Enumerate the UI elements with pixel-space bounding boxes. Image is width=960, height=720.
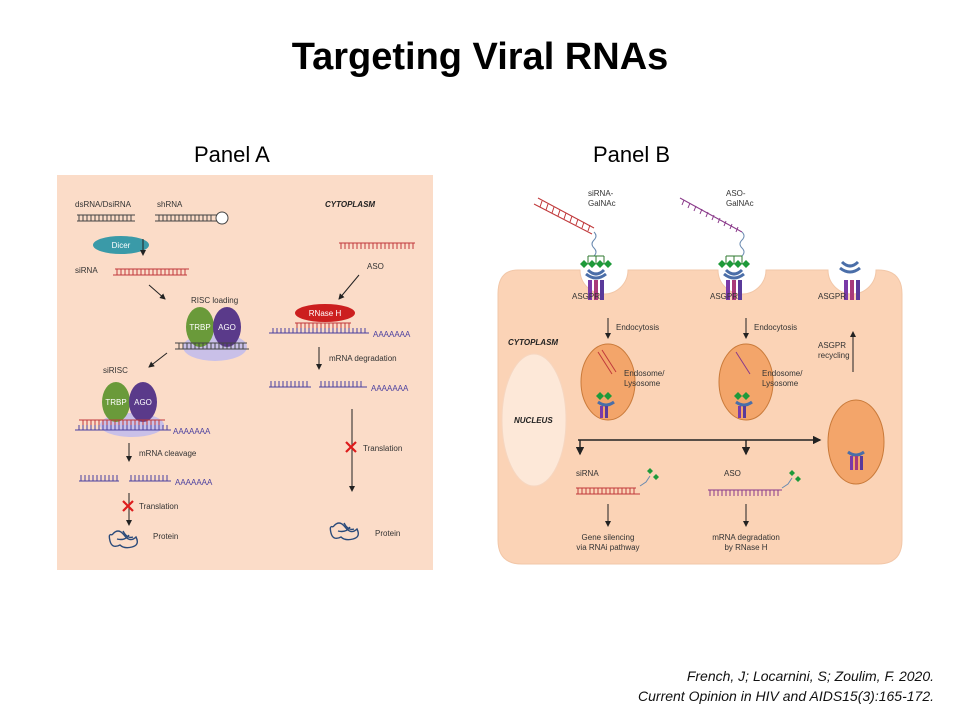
endosome-1 (580, 343, 636, 421)
sirisc-trbp-label: TRBP (105, 398, 126, 407)
endosome-label-1a: Endosome/ (624, 369, 665, 378)
mrna-cleavage-label: mRNA cleavage (139, 449, 197, 458)
endosome-cargo-1 (596, 349, 617, 418)
dsrna-label: dsRNA/DsiRNA (75, 200, 132, 209)
aso-galnac-label-2: GalNAc (726, 199, 754, 208)
protein-label-left: Protein (153, 532, 178, 541)
recycling-label-1: ASGPR (818, 341, 846, 350)
asgpr-receptor-1 (580, 255, 612, 300)
citation-line-1: French, J; Locarnini, S; Zoulim, F. 2020… (686, 668, 934, 684)
nucleus (501, 353, 567, 487)
citation-line-2: Current Opinion in HIV and AIDS15(3):165… (638, 688, 934, 704)
mrna-degradation-b-label-2: by RNase H (724, 543, 767, 552)
aso-strand (339, 242, 415, 249)
rnase-h-label: RNase H (309, 309, 342, 318)
panel-a-label: Panel A (194, 142, 270, 167)
translation-label-right: Translation (363, 444, 402, 453)
sirisc-mrna (75, 419, 171, 431)
recycling-endosome (827, 399, 885, 485)
endocytosis-label-1: Endocytosis (616, 323, 659, 332)
degraded-mrna (269, 381, 367, 388)
asgpr-label-1: ASGPR (572, 292, 600, 301)
distribution-arrows (575, 435, 822, 456)
ago-protein (213, 307, 241, 347)
cleaved-poly-a: AAAAAAA (175, 478, 213, 487)
endosome-2 (718, 343, 774, 421)
asgpr-label-2: ASGPR (710, 292, 738, 301)
released-aso (708, 470, 801, 496)
protein-icon-left (108, 530, 139, 549)
recycling-receptor (847, 450, 865, 470)
asgpr-receptor-3 (839, 260, 861, 300)
ago-label: AGO (218, 323, 236, 332)
sirna-galnac-label-1: siRNA- (588, 189, 614, 198)
gene-silencing-label-1: Gene silencing (582, 533, 635, 542)
asgpr-receptor-2 (718, 255, 750, 300)
cleaved-mrna (79, 475, 171, 482)
risc-loading-label: RISC loading (191, 296, 238, 305)
dicer-label: Dicer (112, 241, 131, 250)
endosome-label-2a: Endosome/ (762, 369, 803, 378)
sirisc-poly-a: AAAAAAA (173, 427, 211, 436)
gene-silencing-label-2: via RNAi pathway (576, 543, 639, 552)
mrna-degradation-label: mRNA degradation (329, 354, 397, 363)
aso-galnac-label-1: ASO- (726, 189, 746, 198)
nucleus-label: NUCLEUS (514, 416, 553, 425)
asgpr-label-3: ASGPR (818, 292, 846, 301)
rnase-target-mrna (269, 322, 369, 334)
endosome-label-1b: Lysosome (624, 379, 661, 388)
endocytosis-label-2: Endocytosis (754, 323, 797, 332)
risc-loading-arrow (148, 284, 166, 300)
panel-a-figure: dsRNA/DsiRNA shRNA Dicer siRNA RISC load… (57, 175, 433, 570)
sirisc-label: siRISC (103, 366, 128, 375)
aso-arrow (338, 274, 360, 300)
sirna-galnac-label-2: GalNAc (588, 199, 616, 208)
rnase-h-enzyme (295, 304, 355, 322)
endosome-cargo-2 (734, 351, 753, 418)
sirisc-trbp-protein (102, 382, 130, 422)
protein-icon-right (329, 522, 360, 541)
aso-galnac-conjugate (679, 197, 745, 257)
released-sirna (576, 468, 659, 495)
dicer-enzyme (93, 236, 149, 254)
protein-label-right: Protein (375, 529, 400, 538)
blocked-translation-x-icon-right (345, 441, 357, 453)
mrna-degradation-b-label-1: mRNA degradation (712, 533, 780, 542)
degraded-poly-a: AAAAAAA (371, 384, 409, 393)
slide-title: Targeting Viral RNAs (291, 36, 669, 78)
dsrna-duplex (77, 214, 135, 222)
trbp-protein (186, 307, 214, 347)
shrna-hairpin (155, 211, 229, 225)
sirisc-ago-label: AGO (134, 398, 152, 407)
aso-label: ASO (367, 262, 384, 271)
citation: French, J; Locarnini, S; Zoulim, F. 2020… (638, 666, 934, 706)
panel-b-cytoplasm-label: CYTOPLASM (508, 338, 558, 347)
trbp-label: TRBP (189, 323, 210, 332)
panel-b-figure: siRNA- GalNAc ASO- GalNAc ASGPR ASGPR AS… (497, 189, 903, 565)
shrna-label: shRNA (157, 200, 183, 209)
sirna-galnac-conjugate (533, 197, 597, 257)
sirna-duplex (113, 268, 189, 276)
panel-b-label: Panel B (593, 142, 671, 167)
blocked-translation-x-icon-left (122, 500, 134, 512)
sirna-label: siRNA (75, 266, 98, 275)
sirisc-arrow (148, 352, 168, 368)
sirisc-ago-protein (129, 382, 157, 422)
risc-loaded-duplex (175, 342, 249, 350)
recycling-label-2: recycling (818, 351, 850, 360)
translation-label-left: Translation (139, 502, 178, 511)
released-sirna-label: siRNA (576, 469, 599, 478)
panel-a-cytoplasm-label: CYTOPLASM (325, 200, 375, 209)
rnase-poly-a: AAAAAAA (373, 330, 411, 339)
endosome-label-2b: Lysosome (762, 379, 799, 388)
released-aso-label: ASO (724, 469, 741, 478)
